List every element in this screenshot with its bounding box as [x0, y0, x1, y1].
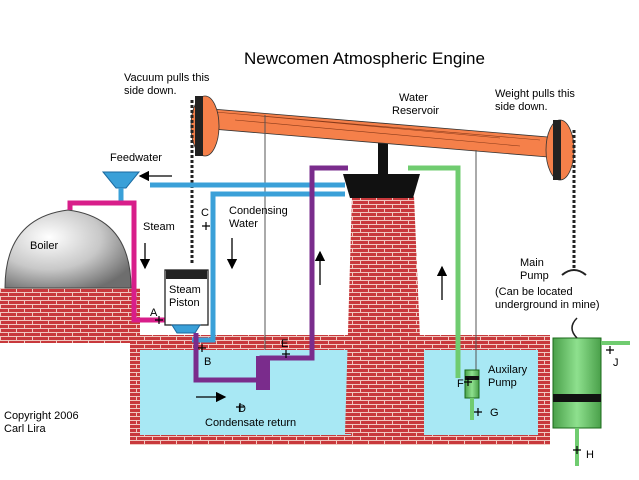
label-steam: Steam	[143, 221, 175, 233]
label-water-reservoir-2: Reservoir	[392, 105, 439, 117]
label-condensing-1: Condensing	[229, 205, 288, 217]
label-steam-piston-1: Steam	[169, 284, 201, 296]
label-water-reservoir-1: Water	[399, 92, 428, 104]
label-copyright-2: Carl Lira	[4, 423, 46, 435]
steam-cylinder	[164, 269, 209, 334]
label-feedwater: Feedwater	[110, 152, 162, 164]
valve-label-j: J	[613, 357, 619, 369]
steam-pipe	[67, 200, 180, 323]
valve-label-h: H	[586, 449, 594, 461]
beam-pivot-post	[378, 132, 388, 176]
water-reservoir	[343, 174, 420, 198]
auxiliary-pump-pipe	[408, 165, 461, 378]
label-copyright-1: Copyright 2006	[4, 410, 79, 422]
valve-label-d: D	[238, 403, 246, 415]
valve-label-g: G	[490, 407, 499, 419]
label-auxilary-pump-1: Auxilary	[488, 364, 528, 376]
label-main-pump-2: Pump	[520, 270, 549, 282]
label-condensing-2: Water	[229, 218, 258, 230]
auxiliary-pump-body	[464, 369, 480, 399]
label-vacuum-2: side down.	[124, 85, 177, 97]
condensing-water-pipe	[192, 191, 345, 343]
label-weight-2: side down.	[495, 101, 548, 113]
steam-piston	[166, 270, 207, 279]
brick-tower	[345, 196, 424, 434]
condenser-tank	[130, 335, 550, 445]
label-condensate-return: Condensate return	[205, 417, 296, 429]
valve-markers	[155, 222, 614, 454]
label-weight-1: Weight pulls this	[495, 88, 575, 100]
main-pump	[552, 317, 630, 466]
label-vacuum-1: Vacuum pulls this	[124, 72, 210, 84]
feedwater-funnel	[101, 171, 141, 189]
label-location-1: (Can be located	[495, 286, 573, 298]
valve-label-e: E	[281, 338, 288, 350]
label-main-pump-1: Main	[520, 257, 544, 269]
label-auxilary-pump-2: Pump	[488, 377, 517, 389]
rocking-beam	[190, 95, 575, 181]
main-pump-rod-hook	[561, 269, 587, 276]
label-steam-piston-2: Piston	[169, 297, 200, 309]
boiler-furnace	[0, 288, 140, 343]
valve-label-a: A	[150, 307, 158, 319]
label-boiler: Boiler	[30, 240, 58, 252]
valve-label-c: C	[201, 207, 209, 219]
valve-label-f: F	[457, 378, 464, 390]
valve-label-b: B	[204, 356, 211, 368]
diagram-title: Newcomen Atmospheric Engine	[244, 49, 485, 68]
boiler-dome	[4, 209, 132, 289]
condensate-valve-body	[256, 356, 270, 390]
label-location-2: underground in mine)	[495, 299, 600, 311]
